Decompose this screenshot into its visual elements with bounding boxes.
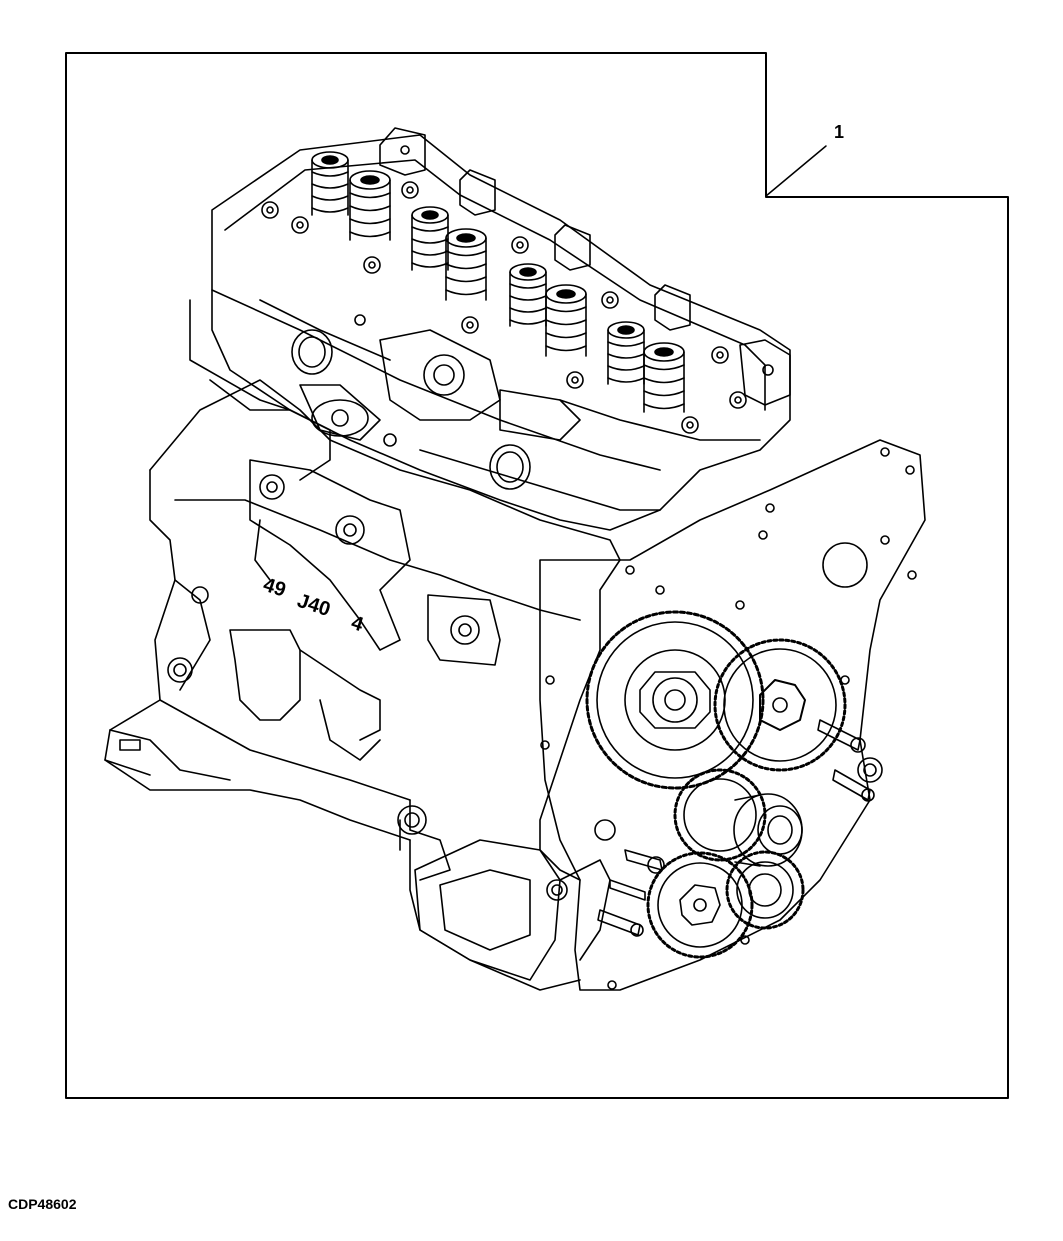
oil-pump-gear — [725, 850, 805, 930]
figure-code: CDP48602 — [8, 1196, 77, 1212]
crankshaft-gear — [646, 851, 754, 959]
idler-gear — [673, 768, 767, 862]
cast-mark-j40: J40 — [294, 590, 333, 621]
engine-block — [104, 379, 621, 991]
block-cast-markings: 49 J40 4 — [260, 574, 366, 637]
front-plate-studs — [546, 719, 883, 937]
front-plate — [539, 439, 926, 991]
oil-filter-mount — [427, 594, 501, 666]
head-bolts — [261, 181, 747, 447]
crankshaft-nose — [733, 793, 803, 867]
lower-front-housing — [414, 839, 611, 981]
coolant-ports — [291, 329, 531, 490]
valve-springs — [311, 151, 685, 413]
cast-mark-49: 49 — [260, 574, 288, 602]
illustration-frame — [65, 52, 1009, 1099]
callout-leader-line — [765, 145, 827, 197]
callout-label: 1 — [834, 122, 845, 142]
fuel-pump-gear — [713, 638, 847, 772]
camshaft-gear — [585, 610, 765, 790]
lifting-brackets — [379, 127, 791, 406]
manifold-bracket — [249, 459, 411, 651]
